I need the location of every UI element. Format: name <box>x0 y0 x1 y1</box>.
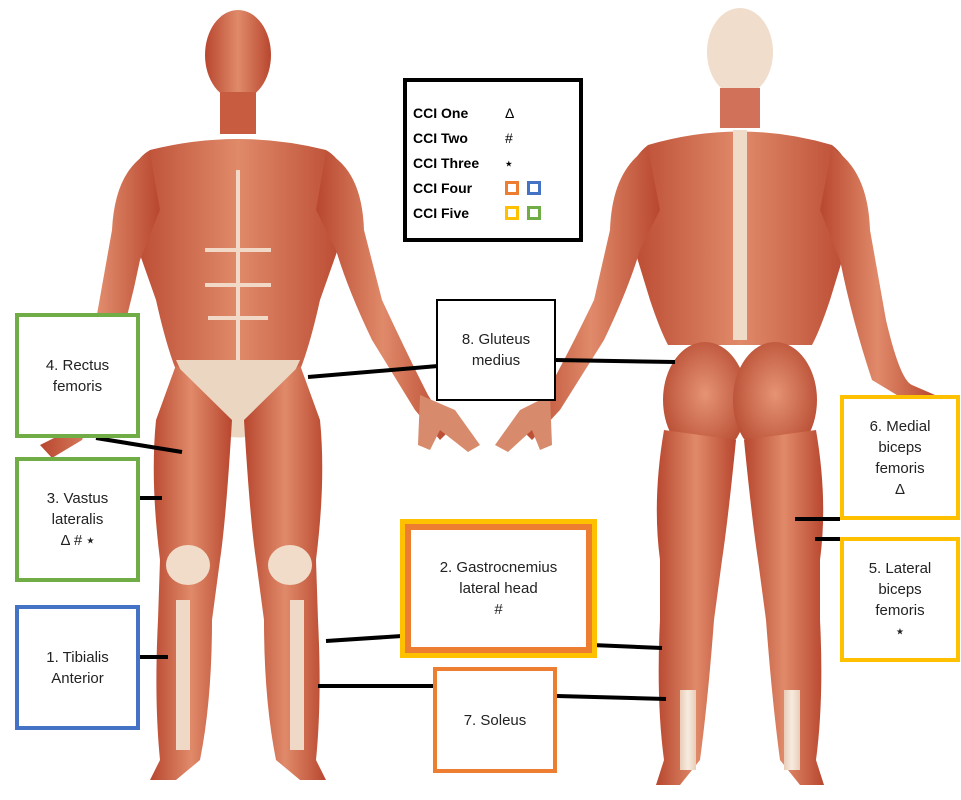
front-right-shin <box>290 600 304 750</box>
label-gastrocnemius-lateral-head: 2. Gastrocnemius lateral head # <box>405 524 592 653</box>
orange-square-icon <box>505 181 519 195</box>
legend-symbol: Δ <box>505 105 514 121</box>
leader-gastrocnemius-back <box>592 645 662 648</box>
back-left-hand <box>495 395 552 452</box>
legend-row-cci-five: CCI Five <box>413 202 549 224</box>
legend-symbol: # <box>505 130 513 146</box>
label-rectus-femoris: 4. Rectus femoris <box>15 313 140 438</box>
cci-legend: CCI One Δ CCI Two # CCI Three ٭ CCI Four… <box>403 78 583 242</box>
leader-gastrocnemius-front <box>326 636 402 641</box>
front-head <box>205 10 271 100</box>
legend-label: CCI Five <box>413 205 505 221</box>
front-left-shin <box>176 600 190 750</box>
front-right-hand <box>418 395 480 452</box>
blue-square-icon <box>527 181 541 195</box>
label-tibialis-anterior: 1. Tibialis Anterior <box>15 605 140 730</box>
legend-label: CCI Two <box>413 130 505 146</box>
back-right-arm <box>820 148 935 405</box>
legend-symbol: ٭ <box>505 155 513 172</box>
green-square-icon <box>527 206 541 220</box>
label-gluteus-medius: 8. Gluteus medius <box>436 299 556 401</box>
legend-row-cci-four: CCI Four <box>413 177 549 199</box>
leader-gluteus-front <box>308 366 438 377</box>
label-vastus-lateralis: 3. Vastus lateralis Δ # ٭ <box>15 457 140 582</box>
back-left-achilles <box>680 690 696 770</box>
label-lateral-biceps-femoris: 5. Lateral biceps femoris ٭ <box>840 537 960 662</box>
leader-soleus-back <box>557 696 666 699</box>
label-medial-biceps-femoris: 6. Medial biceps femoris Δ <box>840 395 960 520</box>
legend-row-cci-three: CCI Three ٭ <box>413 152 513 174</box>
legend-label: CCI Three <box>413 155 505 171</box>
yellow-square-icon <box>505 206 519 220</box>
front-neck <box>220 92 256 134</box>
back-neck <box>720 88 760 128</box>
front-right-knee <box>268 545 312 585</box>
back-head <box>707 8 773 96</box>
leader-gluteus-back <box>555 360 675 362</box>
legend-row-cci-one: CCI One Δ <box>413 102 514 124</box>
legend-label: CCI Four <box>413 180 505 196</box>
front-left-knee <box>166 545 210 585</box>
legend-row-cci-two: CCI Two # <box>413 127 513 149</box>
legend-label: CCI One <box>413 105 505 121</box>
label-soleus: 7. Soleus <box>433 667 557 773</box>
back-right-achilles <box>784 690 800 770</box>
